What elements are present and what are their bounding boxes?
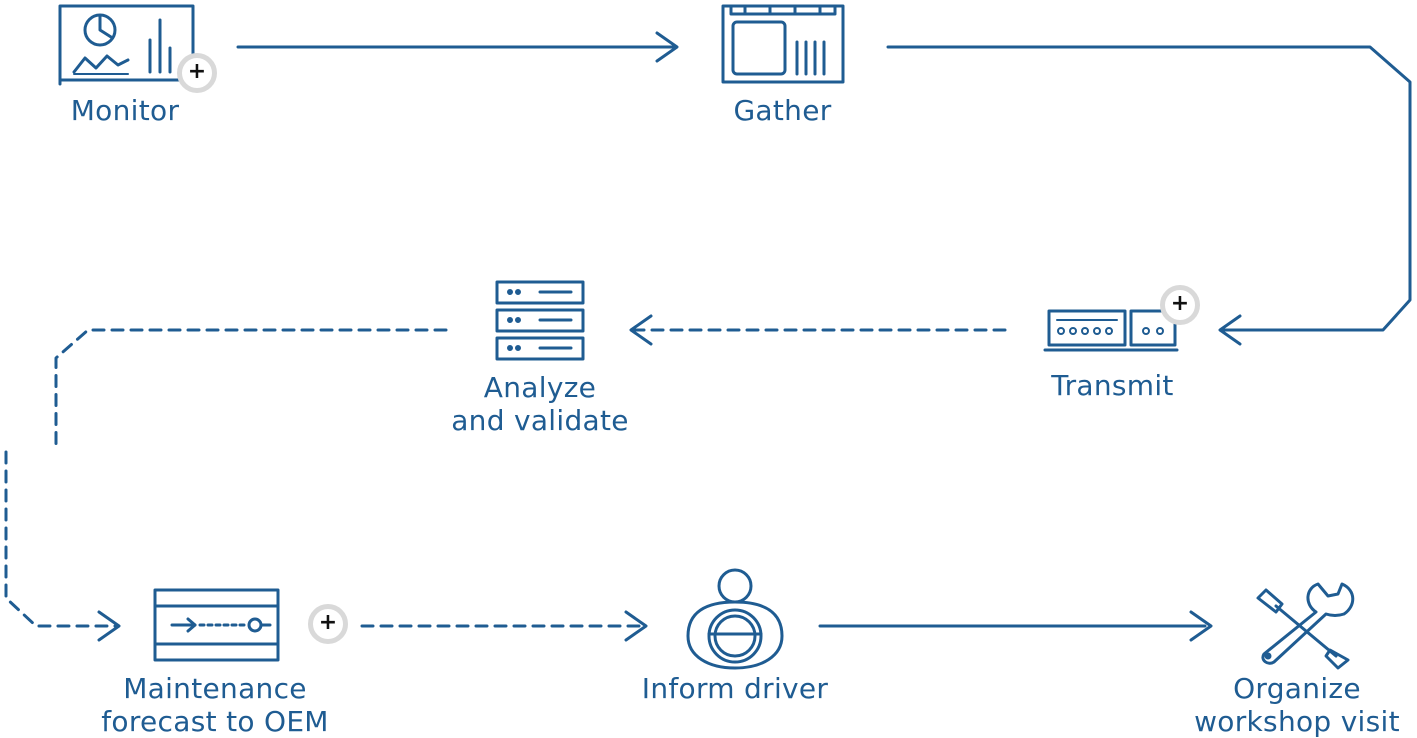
sd-card-icon bbox=[721, 4, 845, 84]
connector-inform-to-organize bbox=[818, 610, 1213, 642]
connector-gather-to-transmit bbox=[886, 45, 1412, 346]
connector-monitor-to-gather bbox=[236, 31, 679, 63]
transmitter-device-icon bbox=[1043, 309, 1179, 352]
transmit-expand-button[interactable]: + bbox=[1160, 285, 1200, 325]
step-label-monitor: Monitor bbox=[70, 94, 180, 127]
step-label-maintenance-line1: Maintenance bbox=[123, 672, 307, 705]
connector-maintenance-to-inform bbox=[360, 610, 648, 642]
connector-analyze-to-maintenance bbox=[4, 328, 448, 642]
connector-transmit-to-analyze bbox=[629, 314, 1007, 346]
step-label-organize-line1: Organize bbox=[1233, 672, 1361, 705]
step-label-organize: Organize workshop visit bbox=[1180, 672, 1414, 738]
server-rack-icon bbox=[495, 280, 585, 361]
step-label-analyze-line2: and validate bbox=[451, 404, 629, 437]
forecast-timeline-icon bbox=[153, 588, 280, 662]
monitor-expand-button[interactable]: + bbox=[177, 53, 217, 93]
step-label-gather: Gather bbox=[733, 94, 832, 127]
step-label-analyze-line1: Analyze bbox=[483, 371, 597, 404]
step-label-transmit: Transmit bbox=[1051, 369, 1174, 402]
wrench-screwdriver-icon bbox=[1256, 582, 1355, 670]
step-label-analyze: Analyze and validate bbox=[400, 371, 680, 437]
step-label-maintenance: Maintenance forecast to OEM bbox=[50, 672, 380, 738]
step-label-maintenance-line2: forecast to OEM bbox=[101, 705, 329, 738]
maintenance-expand-button[interactable]: + bbox=[308, 604, 348, 644]
step-label-organize-line2: workshop visit bbox=[1194, 705, 1400, 738]
driver-steering-wheel-icon bbox=[686, 568, 784, 670]
monitor-dashboard-icon bbox=[58, 4, 195, 86]
plus-icon: + bbox=[187, 59, 207, 84]
step-label-inform: Inform driver bbox=[641, 672, 829, 705]
plus-icon: + bbox=[318, 610, 338, 635]
plus-icon: + bbox=[1170, 291, 1190, 316]
